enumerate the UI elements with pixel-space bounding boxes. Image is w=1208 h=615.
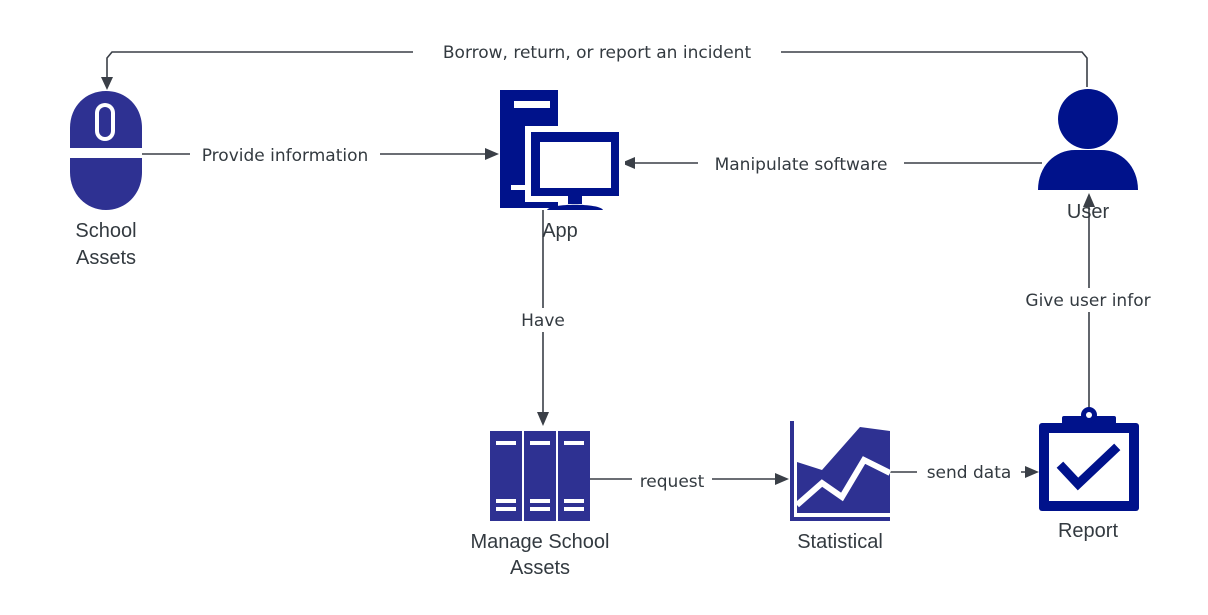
node-app: App bbox=[500, 90, 625, 242]
node-manage-assets: Manage School Assets bbox=[471, 431, 610, 579]
node-statistical: Statistical bbox=[790, 421, 892, 553]
label-school-assets-line1: School bbox=[75, 220, 136, 242]
label-manage-assets-line1: Manage School bbox=[471, 531, 610, 553]
computer-icon bbox=[500, 90, 625, 210]
edge-label-borrow: Borrow, return, or report an incident bbox=[443, 43, 752, 63]
label-app: App bbox=[542, 220, 578, 242]
label-school-assets-line2: Assets bbox=[76, 247, 136, 269]
edge-give: Give user infor bbox=[1012, 193, 1164, 410]
edge-have: Have bbox=[516, 210, 570, 426]
user-icon bbox=[1038, 89, 1138, 190]
mouse-icon bbox=[70, 91, 142, 210]
node-user: User bbox=[1038, 89, 1138, 223]
edge-label-manipulate: Manipulate software bbox=[715, 155, 888, 175]
edge-send: send data bbox=[890, 460, 1039, 484]
area-chart-icon bbox=[790, 421, 892, 521]
edge-label-provide: Provide information bbox=[202, 146, 369, 166]
label-manage-assets-line2: Assets bbox=[510, 557, 570, 579]
node-report: Report bbox=[1039, 407, 1139, 542]
edge-label-request: request bbox=[640, 472, 705, 492]
edge-request: request bbox=[590, 469, 789, 493]
edge-label-send: send data bbox=[927, 463, 1012, 483]
edge-borrow: Borrow, return, or report an incident bbox=[101, 40, 1088, 90]
edge-manipulate: Manipulate software bbox=[621, 152, 1042, 176]
server-rack-icon bbox=[490, 431, 590, 521]
label-user: User bbox=[1067, 201, 1110, 223]
clipboard-check-icon bbox=[1039, 407, 1139, 511]
edge-provide: Provide information bbox=[142, 143, 499, 167]
label-report: Report bbox=[1058, 520, 1118, 542]
edge-label-have: Have bbox=[521, 311, 565, 331]
edge-label-give: Give user infor bbox=[1025, 291, 1150, 311]
label-statistical: Statistical bbox=[797, 531, 883, 553]
node-school-assets: School Assets bbox=[70, 91, 142, 269]
